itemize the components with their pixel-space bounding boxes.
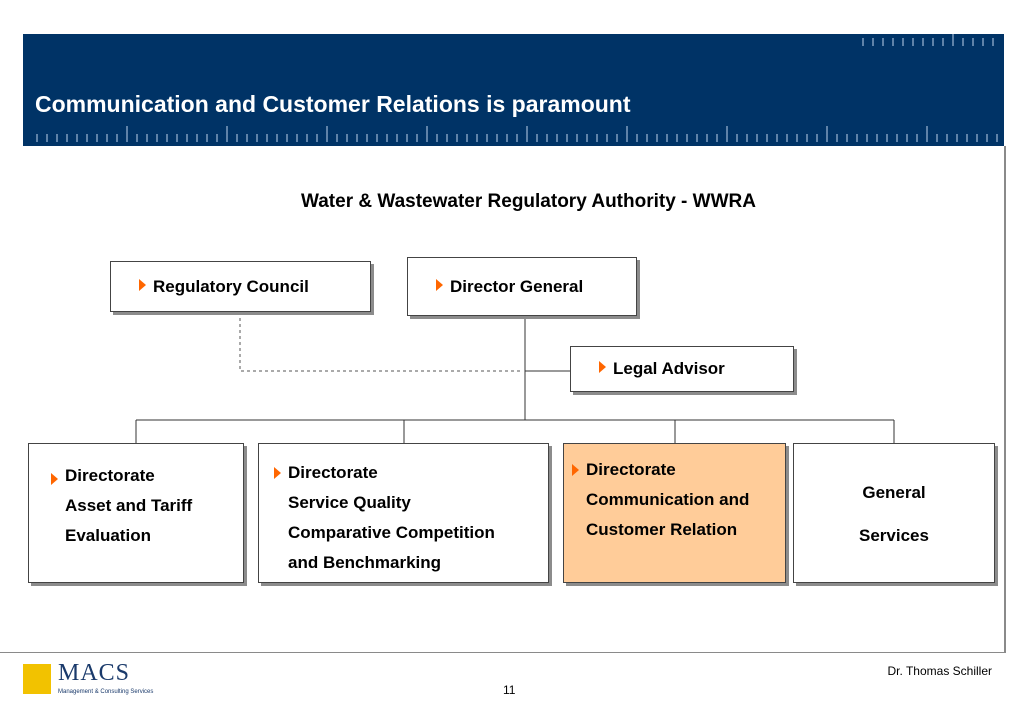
directorate-line: Directorate [288, 463, 378, 482]
bullet-arrow-icon [274, 467, 281, 479]
director-general-label: Director General [450, 276, 584, 296]
bullet-arrow-icon [51, 473, 58, 485]
bullet-arrow-icon [572, 464, 579, 476]
legal-advisor-box: Legal Advisor [570, 346, 794, 392]
author-name: Dr. Thomas Schiller [887, 664, 992, 678]
directorate-communication-box: Directorate Communication and Customer R… [563, 443, 786, 583]
directorate-line: Comparative Competition [288, 523, 495, 542]
directorate-service-quality-box: Directorate Service Quality Comparative … [258, 443, 549, 583]
general-services-line: Services [859, 526, 929, 545]
bullet-arrow-icon [599, 361, 606, 373]
general-services-line: General [862, 483, 926, 502]
directorate-line: Asset and Tariff [65, 496, 193, 515]
footer-divider [0, 652, 1006, 653]
title-banner: Communication and Customer Relations is … [23, 34, 1004, 146]
directorate-line: Directorate [65, 466, 155, 485]
logo-name: MACS [58, 660, 131, 686]
directorate-asset-tariff-box: Directorate Asset and Tariff Evaluation [28, 443, 244, 583]
general-services-box: General Services [793, 443, 995, 583]
page-number: 11 [503, 683, 516, 697]
directorate-line: and Benchmarking [288, 553, 442, 572]
regulatory-council-box: Regulatory Council [110, 261, 371, 312]
bullet-arrow-icon [436, 278, 443, 291]
directorate-line: Communication and [586, 490, 750, 509]
directorate-line: Evaluation [65, 526, 151, 545]
legal-advisor-label: Legal Advisor [613, 359, 725, 378]
chart-title: Water & Wastewater Regulatory Authority … [301, 191, 756, 212]
directorate-line: Service Quality [288, 493, 411, 512]
logo-mark [23, 664, 51, 694]
page-title: Communication and Customer Relations is … [35, 91, 631, 117]
right-border-line [1004, 146, 1006, 652]
bullet-arrow-icon [139, 278, 146, 291]
directorate-line: Customer Relation [586, 520, 738, 539]
director-general-box: Director General [407, 257, 637, 316]
tick-rule-decoration [36, 34, 998, 142]
directorate-line: Directorate [586, 460, 676, 479]
logo-tagline: Management & Consulting Services [58, 689, 154, 695]
regulatory-council-label: Regulatory Council [153, 276, 309, 296]
